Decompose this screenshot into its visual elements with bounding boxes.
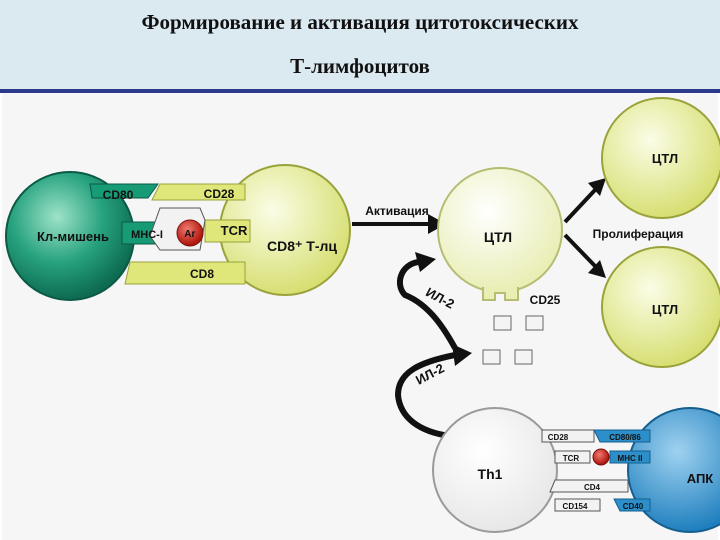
th1-cd154-label: CD154	[563, 502, 588, 511]
mhc-label: MHC-I	[131, 229, 163, 241]
antigen-label: Аг	[184, 229, 195, 240]
proliferation-label: Пролиферация	[593, 227, 684, 241]
th1-apc-synapse	[541, 429, 651, 512]
page-title-line-2: Т-лимфоцитов	[290, 54, 430, 78]
il2-arrow-bottom	[394, 344, 472, 439]
ctl-top-cell: ЦТЛ	[601, 97, 720, 219]
ctl-center-label: ЦТЛ	[484, 229, 512, 245]
th1-tcr-label: TCR	[563, 454, 580, 463]
activation-label: Активация	[365, 204, 429, 218]
antigen: Аг	[176, 219, 204, 247]
tcr-label: TCR	[221, 223, 248, 238]
title-bar	[0, 0, 720, 90]
diagram-panel	[2, 93, 718, 540]
th1-cd4-label: CD4	[584, 483, 601, 492]
cd80-label: CD80	[103, 188, 134, 202]
th1-antigen	[592, 448, 610, 466]
proliferation-arrows	[563, 178, 606, 278]
target-cell: Кл-мишень	[5, 171, 135, 301]
il2-molecules	[482, 315, 544, 365]
th1-cd80-label: CD80/86	[609, 433, 641, 442]
ctl-top-label: ЦТЛ	[652, 151, 678, 166]
ctl-bottom-cell: ЦТЛ	[601, 246, 720, 368]
target-cell-label: Кл-мишень	[37, 229, 109, 244]
cd28-label: CD28	[204, 187, 235, 201]
apc-label: АПК	[687, 471, 714, 486]
ctl-bottom-label: ЦТЛ	[652, 302, 678, 317]
page-title-line-1: Формирование и активация цитотоксических	[141, 10, 579, 34]
apc-cell: АПК	[627, 407, 720, 533]
cd25-receptor	[482, 287, 519, 301]
th1-label: Th1	[478, 466, 503, 482]
th1-cell: Th1	[432, 407, 558, 533]
th1-cd40-label: CD40	[623, 502, 644, 511]
th1-cd28-label: CD28	[548, 433, 569, 442]
cd8-t-cell-label: CD8⁺ Т-лц	[267, 238, 337, 254]
il2-arrow-top	[396, 252, 458, 350]
cd8-t-cell: CD8⁺ Т-лц	[219, 164, 351, 296]
th1-mhc-label: MHC II	[618, 454, 643, 463]
ctl-center-cell: ЦТЛ	[437, 167, 563, 293]
activation-arrow	[352, 214, 446, 234]
title-divider	[0, 89, 720, 93]
cd8-label: CD8	[190, 267, 214, 281]
cd25-label: CD25	[530, 293, 561, 307]
